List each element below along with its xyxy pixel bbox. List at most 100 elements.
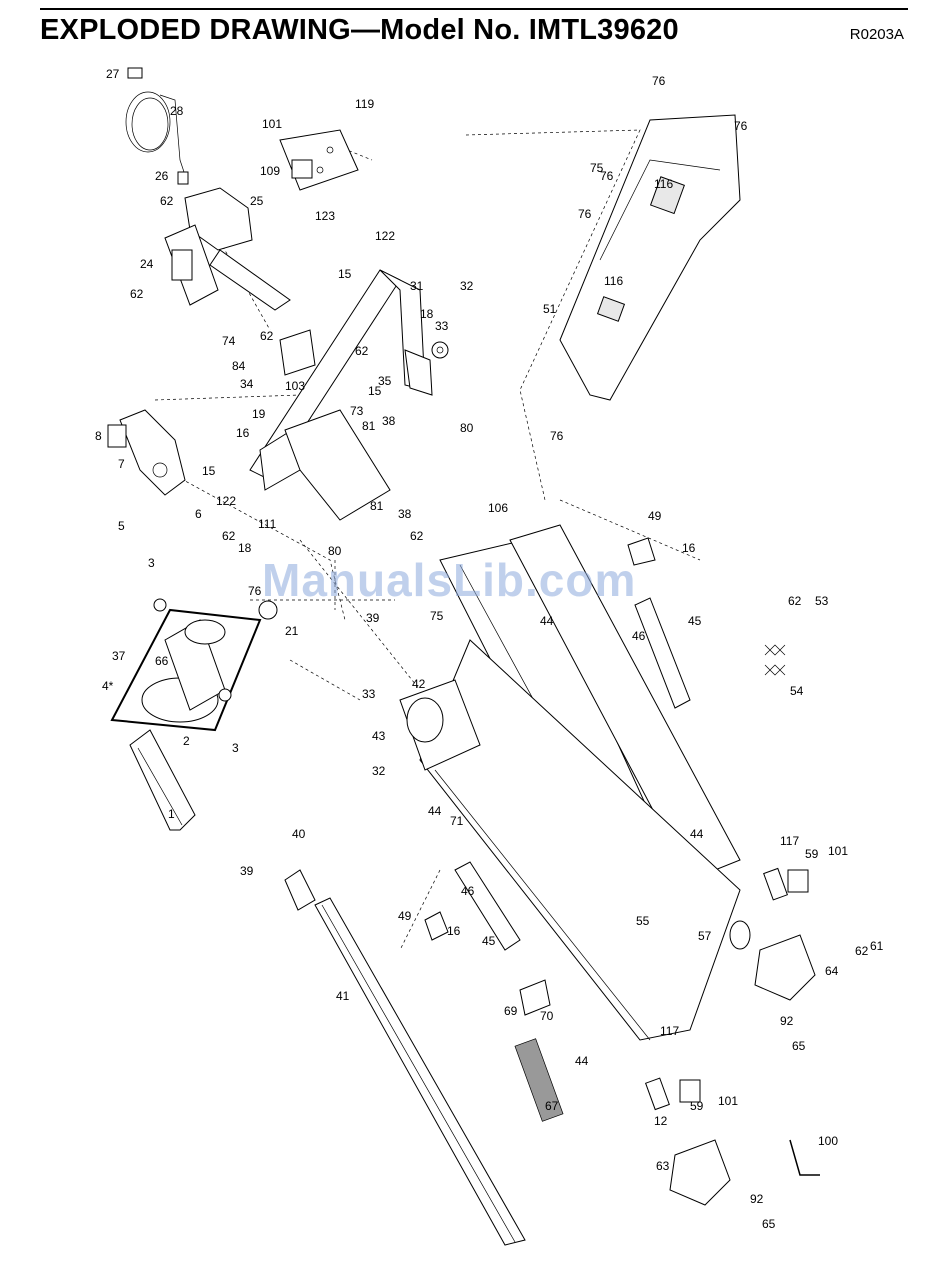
part-label: 16 bbox=[447, 924, 461, 938]
part-label: 32 bbox=[372, 764, 386, 778]
part-label: 59 bbox=[805, 847, 819, 861]
part-label: 106 bbox=[488, 501, 508, 515]
revision-code: R0203A bbox=[849, 26, 904, 43]
part-label: 81 bbox=[370, 499, 384, 513]
part-label: 16 bbox=[236, 426, 250, 440]
part-label: 63 bbox=[656, 1159, 670, 1173]
part-label: 2 bbox=[183, 734, 190, 748]
part-label: 123 bbox=[315, 209, 335, 223]
part-label: 8 bbox=[95, 429, 102, 443]
exploded-drawing-svg: 27 28 26 62 25 24 62 101 119 109 123 122… bbox=[95, 67, 884, 1246]
part-label: 49 bbox=[648, 509, 662, 523]
part-label: 116 bbox=[604, 274, 623, 288]
part-label: 21 bbox=[285, 624, 299, 638]
part-label: 80 bbox=[328, 544, 342, 558]
part-label: 76 bbox=[550, 429, 564, 443]
base-frame bbox=[249, 269, 449, 521]
connector-lines bbox=[154, 129, 701, 951]
part-label: 19 bbox=[252, 407, 266, 421]
part-label: 69 bbox=[504, 1004, 518, 1018]
page-title: EXPLODED DRAWING—Model No. IMTL39620 bbox=[40, 14, 679, 46]
part-label: 39 bbox=[366, 611, 380, 625]
part-label: 38 bbox=[398, 507, 412, 521]
part-label: 43 bbox=[372, 729, 386, 743]
part-label: 62 bbox=[855, 944, 869, 958]
key-100 bbox=[789, 1139, 820, 1176]
part-label: 15 bbox=[202, 464, 216, 478]
part-label: 15 bbox=[368, 384, 382, 398]
part-label: 55 bbox=[636, 914, 650, 928]
rear-end-caps bbox=[669, 934, 816, 1206]
part-label: 116 bbox=[654, 177, 673, 191]
part-label: 76 bbox=[248, 584, 262, 598]
part-label: 26 bbox=[155, 169, 169, 183]
part-label: 53 bbox=[815, 594, 829, 608]
part-label: 101 bbox=[262, 117, 282, 131]
part-label: 41 bbox=[336, 989, 350, 1003]
part-label: 103 bbox=[285, 379, 305, 393]
part-label: 24 bbox=[140, 257, 154, 271]
part-label: 73 bbox=[350, 404, 364, 418]
part-label: 44 bbox=[690, 827, 704, 841]
part-label: 75 bbox=[590, 161, 604, 175]
part-label: 66 bbox=[155, 654, 169, 668]
part-label: 34 bbox=[240, 377, 254, 391]
part-label: 35 bbox=[378, 374, 392, 388]
part-label: 44 bbox=[575, 1054, 589, 1068]
motor-hood bbox=[559, 114, 741, 401]
part-label: 119 bbox=[355, 97, 374, 111]
part-label: 62 bbox=[788, 594, 802, 608]
part-label: 25 bbox=[250, 194, 264, 208]
part-label: 33 bbox=[362, 687, 376, 701]
part-label: 80 bbox=[460, 421, 474, 435]
part-label: 4* bbox=[102, 679, 114, 693]
part-label: 37 bbox=[112, 649, 126, 663]
part-label: 67 bbox=[545, 1099, 559, 1113]
part-label: 38 bbox=[382, 414, 396, 428]
part-label: 40 bbox=[292, 827, 306, 841]
circuit-board bbox=[279, 129, 359, 191]
part-label: 92 bbox=[750, 1192, 764, 1206]
part-label: 101 bbox=[718, 1094, 738, 1108]
part-label: 45 bbox=[482, 934, 496, 948]
part-label: 117 bbox=[660, 1024, 679, 1038]
part-label: 42 bbox=[412, 677, 426, 691]
isolators bbox=[454, 597, 691, 951]
part-label: 49 bbox=[398, 909, 412, 923]
part-label: 62 bbox=[260, 329, 274, 343]
part-label: 84 bbox=[232, 359, 246, 373]
part-label: 62 bbox=[222, 529, 236, 543]
part-label: 117 bbox=[780, 834, 799, 848]
part-label: 3 bbox=[232, 741, 239, 755]
page-header: EXPLODED DRAWING—Model No. IMTL39620 R02… bbox=[40, 8, 908, 48]
part-label: 62 bbox=[410, 529, 424, 543]
part-label: 16 bbox=[682, 541, 696, 555]
part-label: 5 bbox=[118, 519, 125, 533]
part-label: 12 bbox=[654, 1114, 668, 1128]
drive-motor bbox=[110, 598, 278, 831]
part-label: 44 bbox=[540, 614, 554, 628]
part-label: 18 bbox=[420, 307, 434, 321]
feet-and-brackets bbox=[284, 537, 809, 1111]
part-label: 44 bbox=[428, 804, 442, 818]
part-label: 61 bbox=[870, 939, 884, 953]
part-label: 76 bbox=[600, 169, 614, 183]
controller-box bbox=[164, 187, 291, 311]
part-label: 7 bbox=[118, 457, 125, 471]
part-label: 100 bbox=[818, 1134, 838, 1148]
part-label: 57 bbox=[698, 929, 712, 943]
part-label: 109 bbox=[260, 164, 280, 178]
part-label: 31 bbox=[410, 279, 424, 293]
part-label: 92 bbox=[780, 1014, 794, 1028]
part-label: 101 bbox=[828, 844, 848, 858]
part-label: 111 bbox=[258, 517, 277, 531]
part-label: 62 bbox=[355, 344, 369, 358]
part-label: 76 bbox=[734, 119, 748, 133]
part-label: 39 bbox=[240, 864, 254, 878]
part-label: 70 bbox=[540, 1009, 554, 1023]
part-label: 33 bbox=[435, 319, 449, 333]
part-label: 51 bbox=[543, 302, 557, 316]
part-label: 71 bbox=[450, 814, 464, 828]
part-label: 32 bbox=[460, 279, 474, 293]
part-labels: 27 28 26 62 25 24 62 101 119 109 123 122… bbox=[95, 67, 884, 1231]
